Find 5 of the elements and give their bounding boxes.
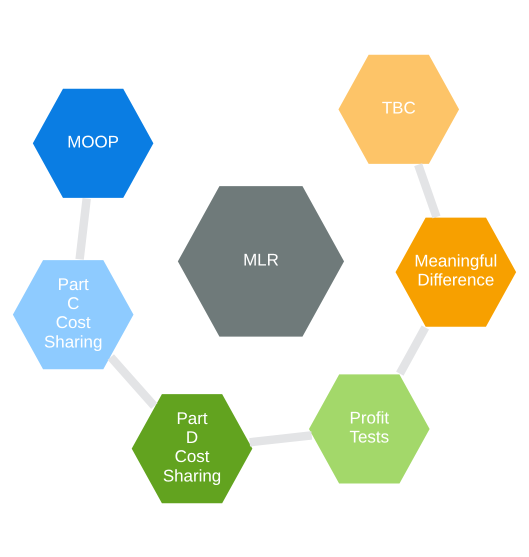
connector bbox=[414, 162, 440, 218]
connector bbox=[75, 197, 91, 260]
connector bbox=[249, 430, 312, 446]
connector bbox=[108, 354, 158, 408]
connector bbox=[396, 324, 429, 376]
